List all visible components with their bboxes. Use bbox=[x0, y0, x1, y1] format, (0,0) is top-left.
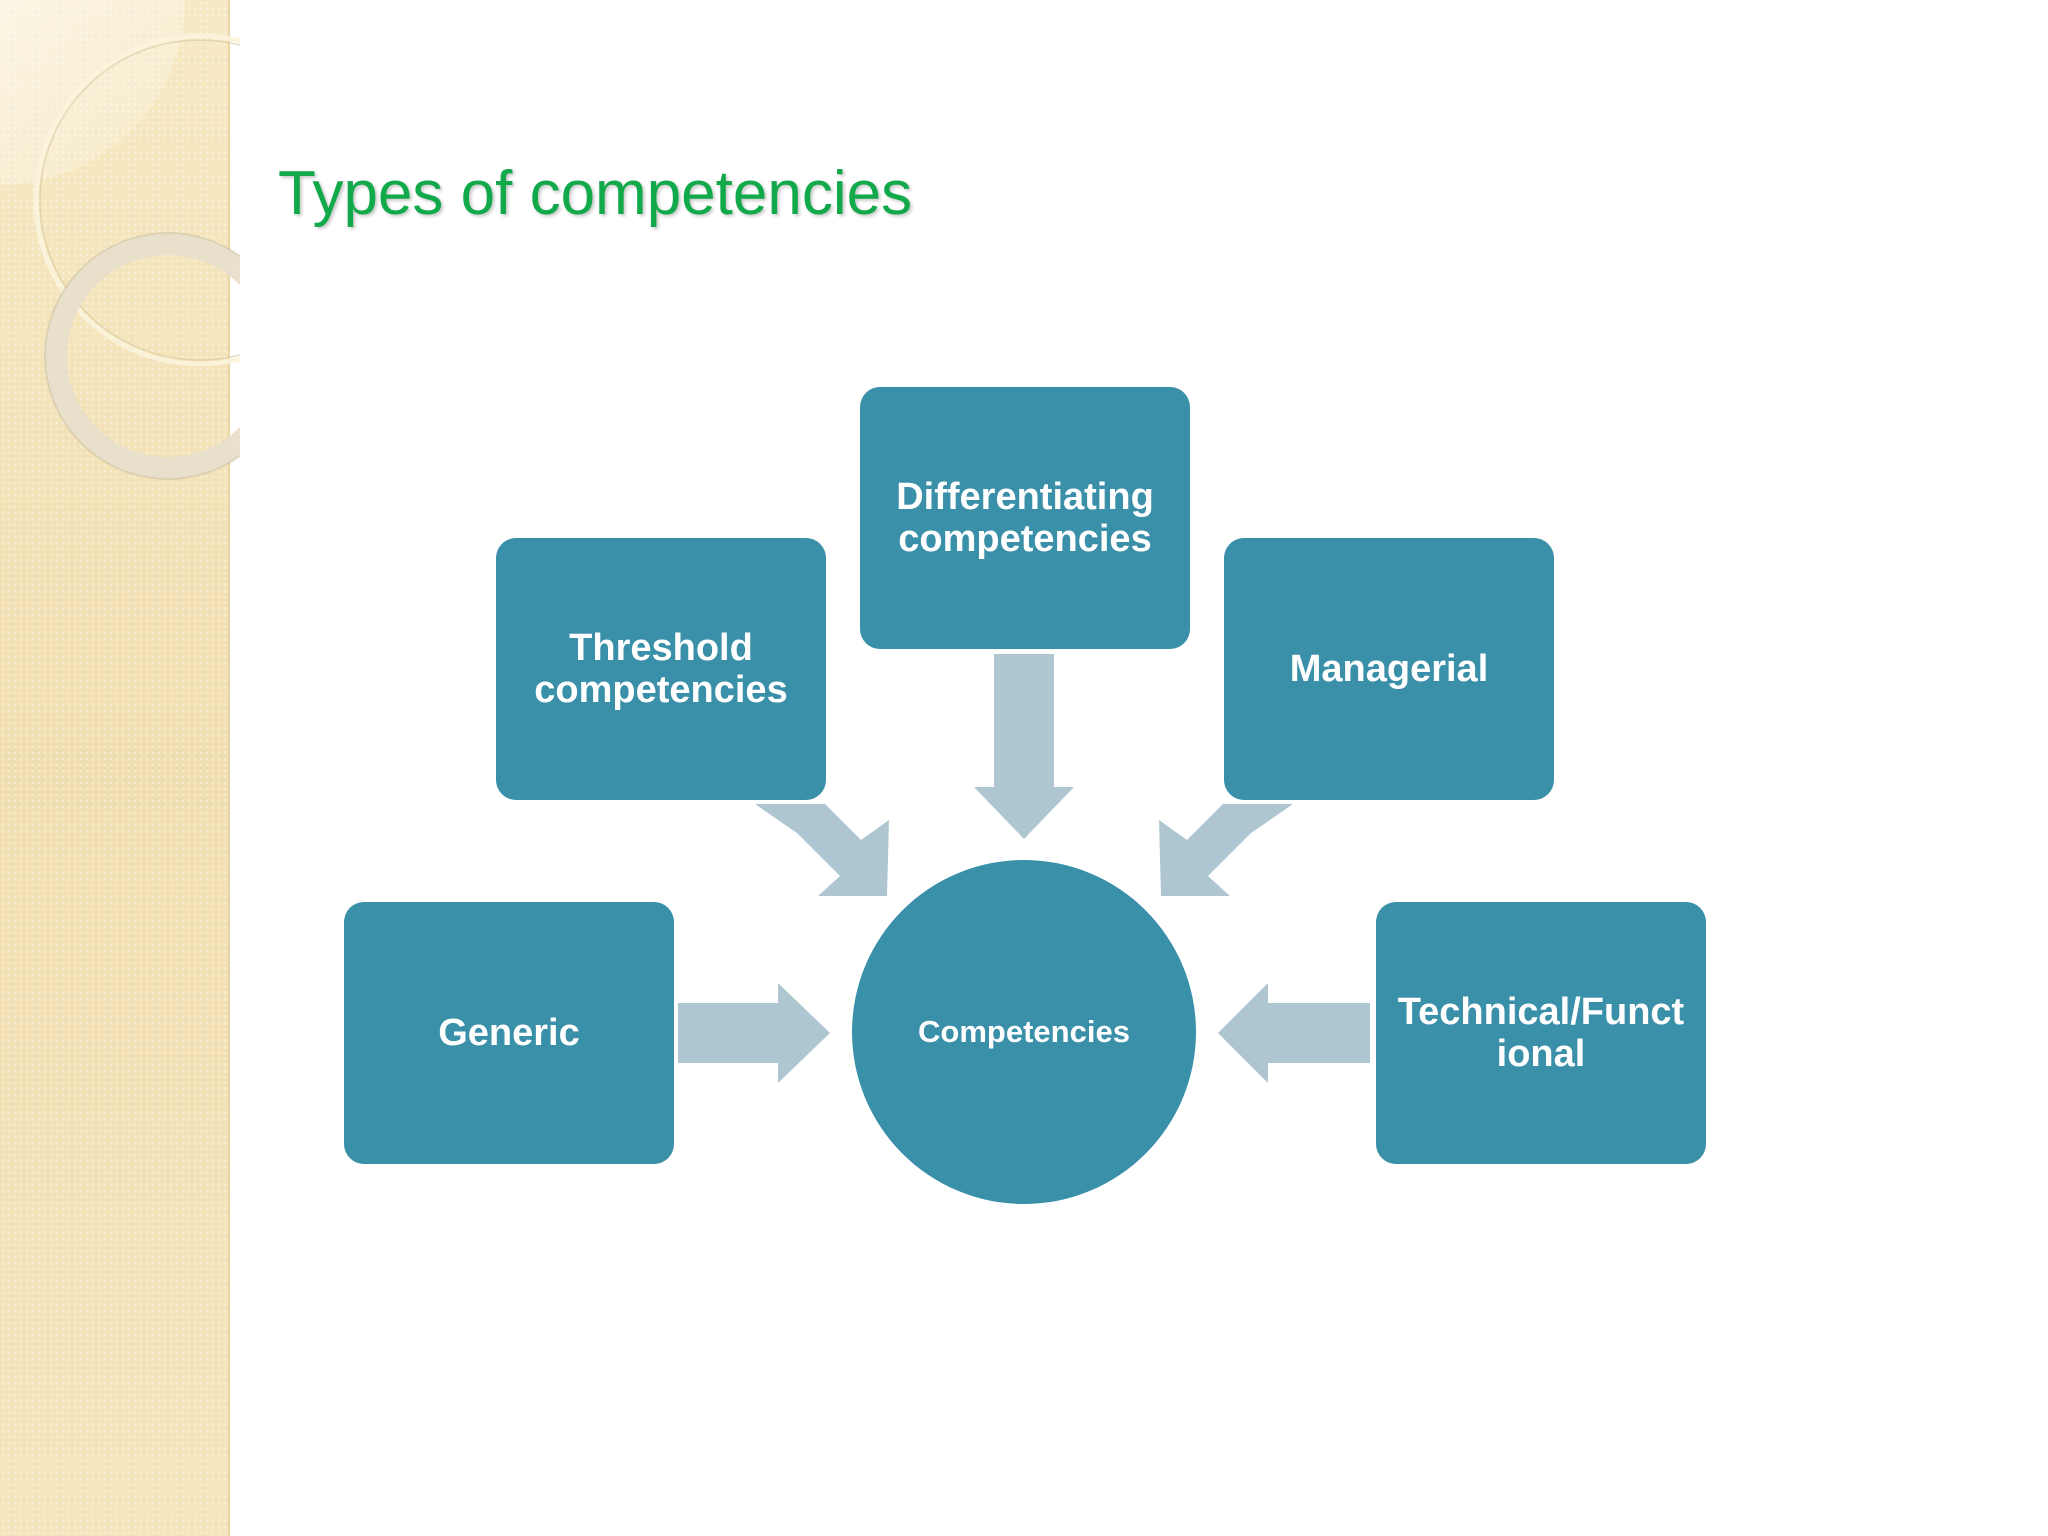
node-differentiating: Differentiating competencies bbox=[860, 387, 1190, 649]
node-technical: Technical/Funct ional bbox=[1376, 902, 1706, 1164]
node-generic-label: Generic bbox=[438, 1012, 580, 1054]
node-managerial: Managerial bbox=[1224, 538, 1554, 800]
node-center-label: Competencies bbox=[918, 1014, 1130, 1049]
node-threshold: Threshold competencies bbox=[496, 538, 826, 800]
node-managerial-label: Managerial bbox=[1289, 648, 1489, 690]
slide-title: Types of competencies bbox=[278, 159, 913, 228]
arrow-technical-to-center bbox=[1218, 983, 1370, 1083]
node-generic: Generic bbox=[344, 902, 674, 1164]
arrow-threshold-to-center bbox=[755, 804, 889, 896]
arrow-differentiating-to-center bbox=[974, 654, 1074, 839]
node-threshold-label: Threshold competencies bbox=[534, 627, 788, 711]
node-differentiating-label: Differentiating competencies bbox=[896, 476, 1154, 560]
decorative-rings-icon bbox=[33, 33, 240, 480]
node-technical-label: Technical/Funct ional bbox=[1397, 991, 1685, 1075]
arrow-managerial-to-center bbox=[1159, 804, 1293, 896]
node-center: Competencies bbox=[852, 860, 1196, 1204]
arrow-generic-to-center bbox=[678, 983, 830, 1083]
